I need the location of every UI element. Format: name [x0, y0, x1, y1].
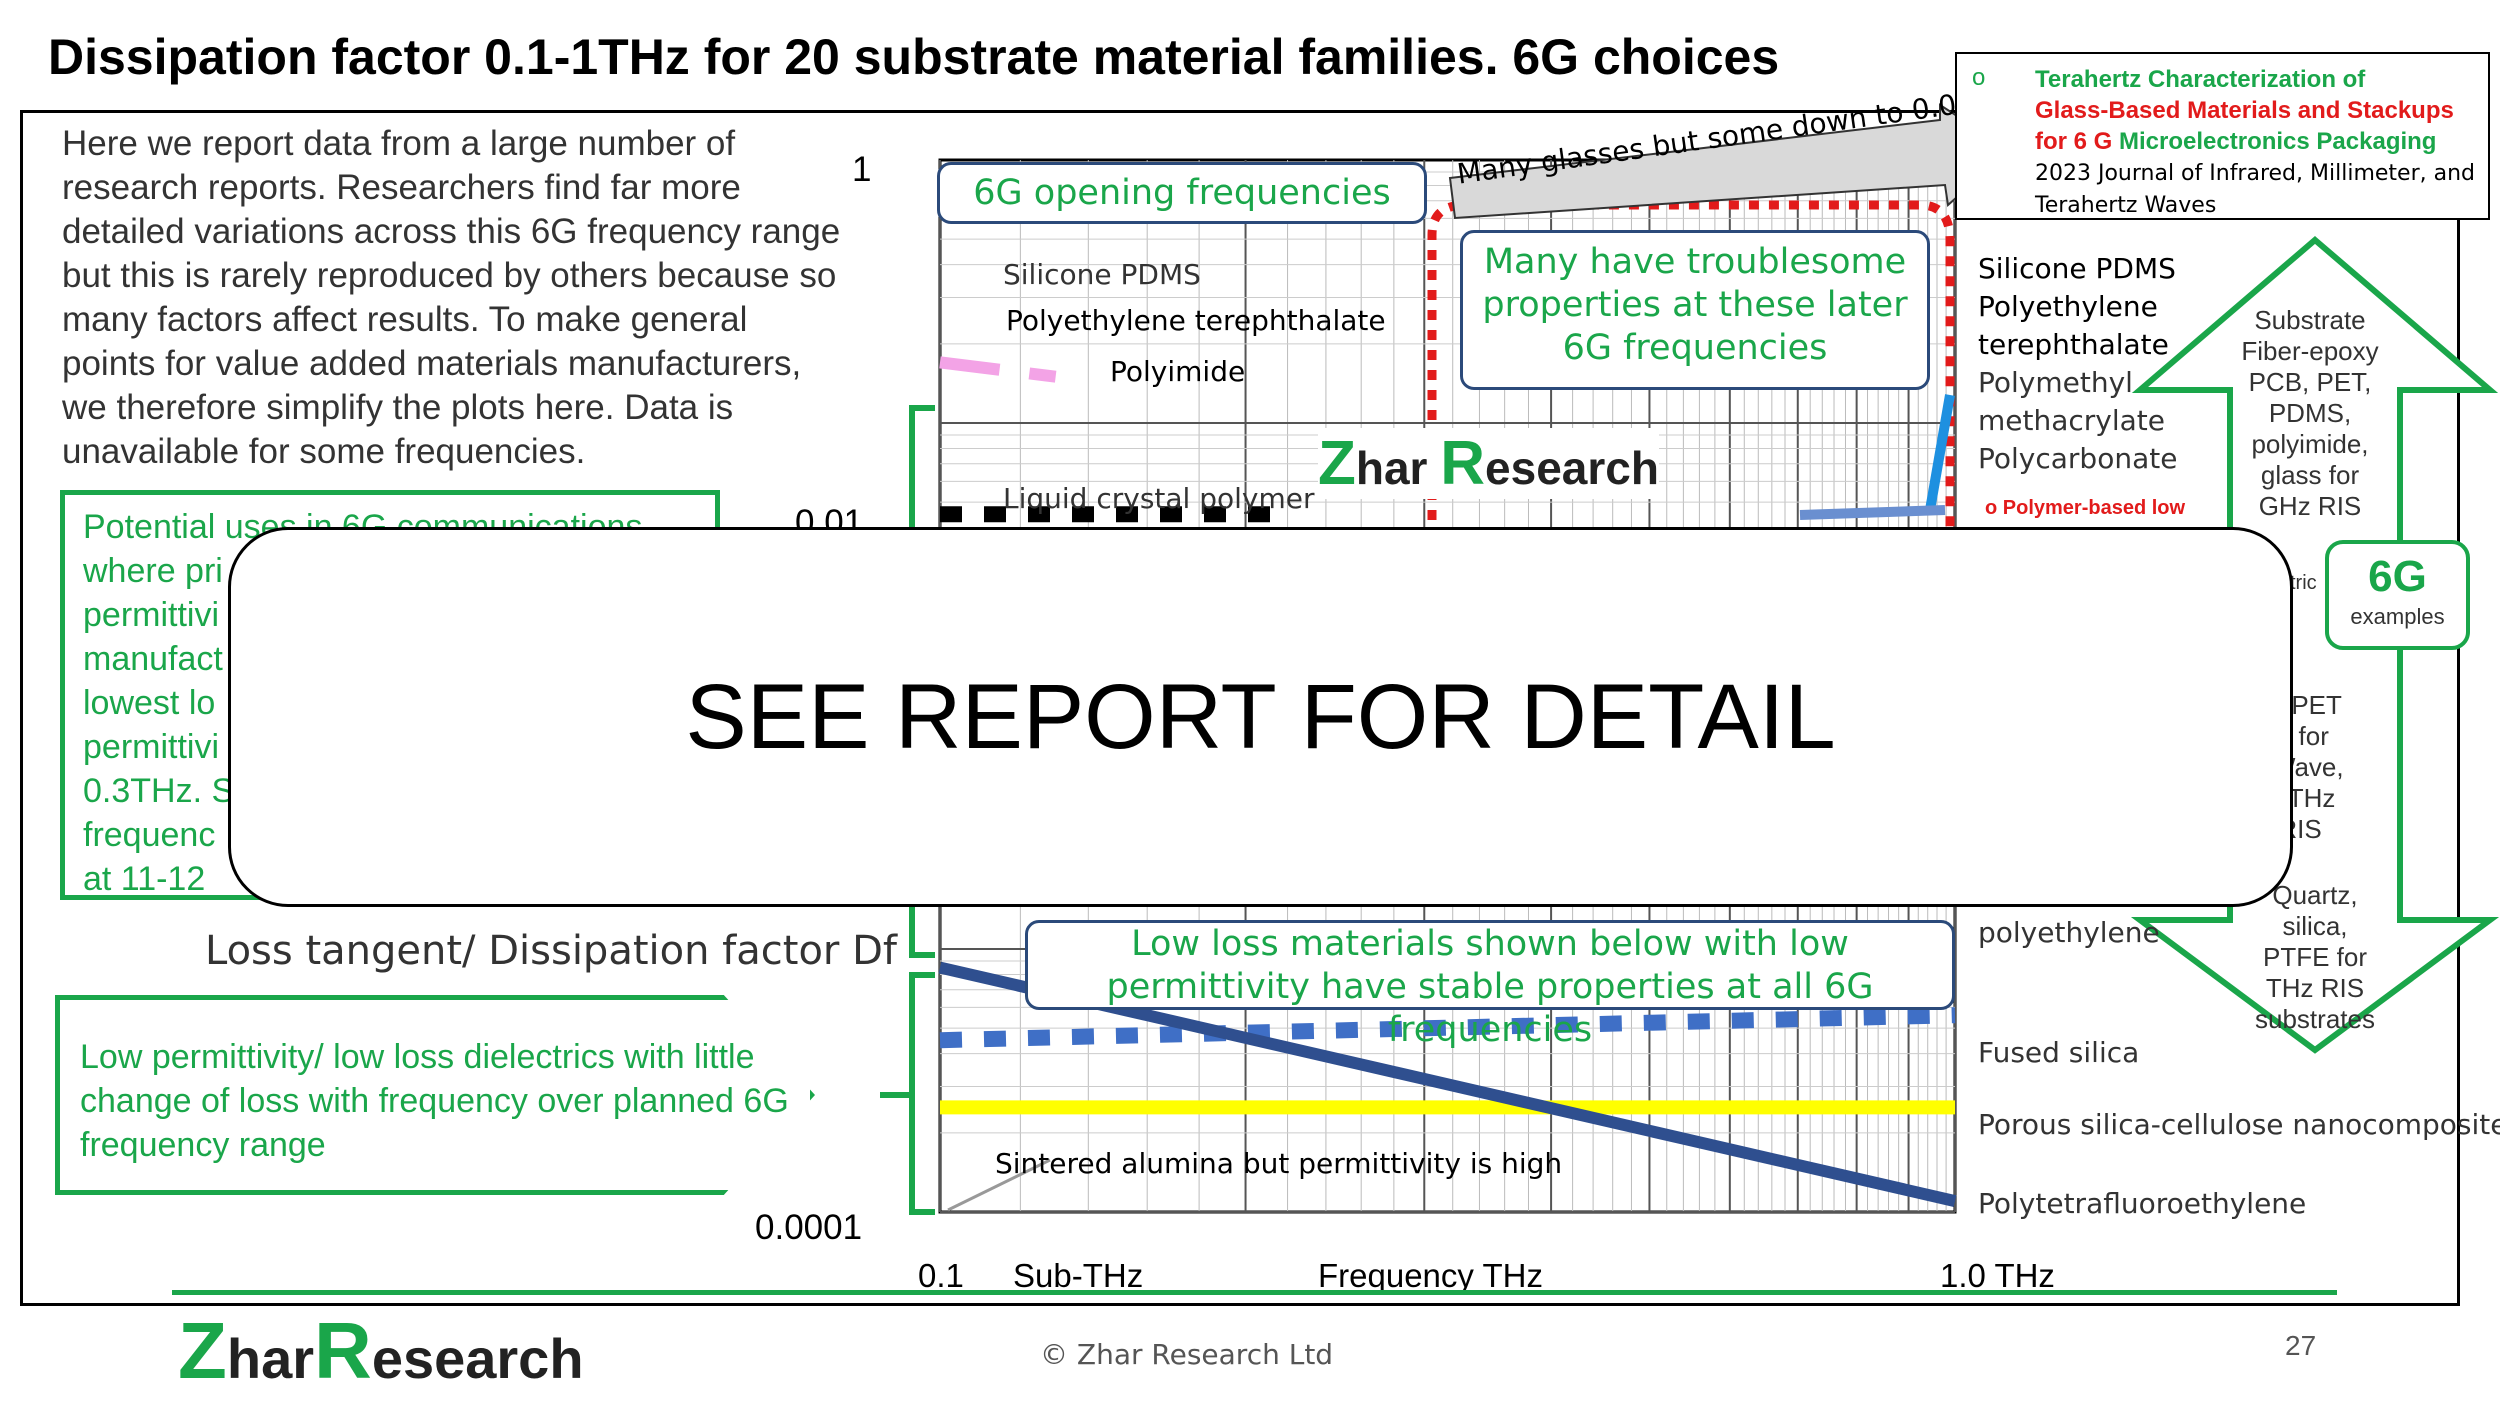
- alumina-pointer: [947, 1158, 1051, 1212]
- x-tick-0.1: 0.1: [918, 1257, 964, 1294]
- y-tick-1: 1: [852, 150, 872, 189]
- troublesome-callout: Many have troublesome properties at thes…: [1460, 230, 1930, 390]
- lower-brace: [880, 972, 935, 1215]
- x-axis-title: Frequency THz: [1318, 1257, 1543, 1294]
- label-alumina: Sintered alumina but permittivity is hig…: [995, 1147, 1563, 1180]
- label-pet: Polyethylene terephthalate: [1006, 304, 1386, 337]
- content-frame: [20, 110, 2460, 1306]
- x-label-sub-thz: Sub-THz: [1013, 1257, 1144, 1294]
- right-label-pc: Polycarbonate: [1978, 442, 2178, 475]
- reference-box: Terahertz Characterization of Glass-Base…: [1955, 52, 2490, 220]
- series-silicone-pdms: [939, 356, 1057, 383]
- reference-bullet: o: [1972, 64, 1986, 91]
- overlay-text: SEE REPORT FOR DETAIL: [685, 665, 1836, 768]
- six-g-examples-badge: 6G examples: [2325, 540, 2470, 650]
- right-label-pmma-1: Polymethyl: [1978, 366, 2133, 399]
- footer-logo: ZharResearch: [178, 1306, 584, 1395]
- right-material-list: Silicone PDMS Polyethylene terephthalate…: [1978, 250, 2177, 478]
- label-pdms: Silicone PDMS: [1003, 258, 1201, 291]
- slide-title: Dissipation factor 0.1-1THz for 20 subst…: [48, 29, 1780, 85]
- right-label-pet-1: Polyethylene: [1978, 290, 2158, 323]
- copyright: © Zhar Research Ltd: [1040, 1338, 1334, 1371]
- label-lcp: Liquid crystal polymer: [1003, 482, 1315, 515]
- right-label-pmma-2: methacrylate: [1978, 404, 2166, 437]
- y-axis-title: Loss tangent/ Dissipation factor Df: [205, 928, 897, 974]
- stable-properties-callout: Low loss materials shown below with low …: [1025, 920, 1955, 1050]
- label-porous-silica: Porous silica-cellulose nanocomposite: [1978, 1108, 2500, 1141]
- right-label-pdms: Silicone PDMS: [1978, 252, 2176, 285]
- blue-short-line: [1799, 505, 1946, 520]
- polymer-note: o Polymer-based low: [1985, 497, 2186, 519]
- arrow-partial-text: tric: [2290, 572, 2317, 594]
- six-g-double-arrow: [2130, 236, 2500, 1054]
- footer-line: [172, 1290, 2337, 1295]
- blue-steep-line: [1925, 394, 1955, 511]
- chart-watermark-logo: Zhar Research: [1318, 428, 1659, 499]
- y-tick-0.0001: 0.0001: [755, 1208, 863, 1247]
- label-polyimide: Polyimide: [1110, 355, 1246, 388]
- low-permittivity-box: Low permittivity/ low loss dielectrics w…: [55, 995, 815, 1195]
- opening-frequencies-callout: 6G opening frequencies: [937, 162, 1427, 224]
- label-ptfe: Polytetrafluoroethylene: [1978, 1187, 2307, 1220]
- x-tick-1.0: 1.0 THz: [1940, 1257, 2055, 1294]
- troublesome-region-outline: [1427, 200, 1955, 560]
- series-fused-silica: [939, 1007, 1956, 1049]
- intro-paragraph: Here we report data from a large number …: [62, 124, 841, 471]
- right-label-pet-2: terephthalate: [1978, 328, 2169, 361]
- page-number: 27: [2285, 1330, 2317, 1361]
- label-polyethylene: polyethylene: [1978, 916, 2160, 949]
- see-report-overlay: SEE REPORT FOR DETAIL: [228, 527, 2293, 907]
- label-fused-silica: Fused silica: [1978, 1036, 2140, 1069]
